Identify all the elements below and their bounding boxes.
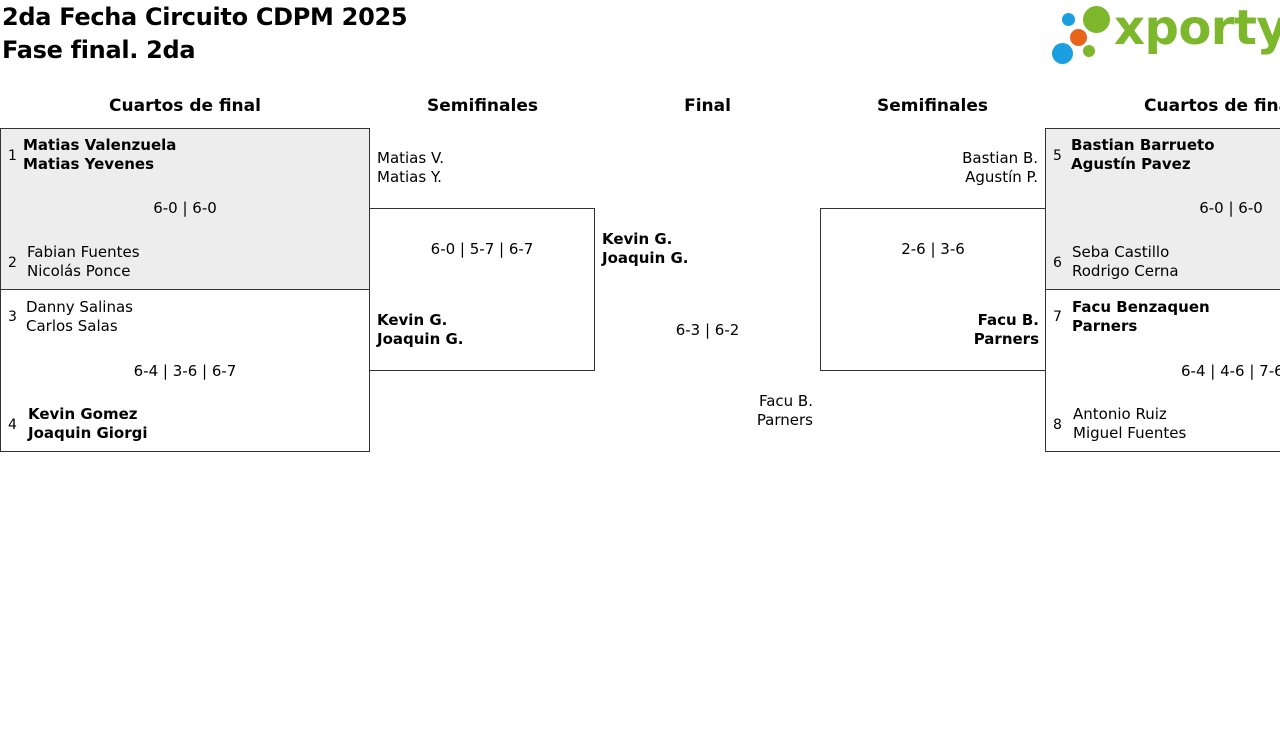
final-match-score: 6-3 | 6-2 <box>675 321 740 339</box>
final-team-2-player-1: Facu B. <box>758 392 813 410</box>
team-2-player-2: Joaquin G. <box>377 330 464 348</box>
semifinal-1-team-1-player-1: Matias V. <box>377 149 445 167</box>
semifinal-2-team-1-player-2: Agustín P. <box>965 168 1038 186</box>
team-1-player-1: Bastian Barrueto <box>1071 136 1215 154</box>
quarterfinal-match-4[interactable]: 7 Facu Benzaquen Parners 6-4 | 4-6 | 7-6… <box>1045 289 1280 452</box>
round-header-right-quarterfinals: Cuartos de final <box>1144 96 1280 116</box>
team-2-player-2: Miguel Fuentes <box>1073 424 1187 442</box>
team-1-player-1: Danny Salinas <box>26 298 133 316</box>
seed-number: 4 <box>8 417 17 433</box>
team-2-player-2: Rodrigo Cerna <box>1072 262 1179 280</box>
team-1-player-2: Parners <box>1072 317 1138 335</box>
seed-number: 6 <box>1053 255 1062 271</box>
final-team-2-player-2: Parners <box>756 411 813 429</box>
team-1-player-1: Matias Valenzuela <box>23 136 177 154</box>
logo-dot-blue-2 <box>1052 43 1073 64</box>
quarterfinal-match-3[interactable]: 5 Bastian Barrueto Agustín Pavez 6-0 | 6… <box>1045 128 1280 290</box>
round-header-left-semifinals: Semifinales <box>427 96 538 116</box>
seed-number: 3 <box>8 309 17 325</box>
round-header-left-quarterfinals: Cuartos de final <box>109 96 261 116</box>
match-score: 6-0 | 6-0 <box>153 199 217 217</box>
team-2-player-1: Fabian Fuentes <box>27 243 140 261</box>
team-2-player-1: Kevin G. <box>377 311 448 329</box>
team-2-player-1: Seba Castillo <box>1072 243 1170 261</box>
team-2-player-1: Kevin Gomez <box>28 405 138 423</box>
team-2-player-1: Antonio Ruiz <box>1073 405 1167 423</box>
seed-number: 2 <box>8 255 17 271</box>
match-score: 6-4 | 4-6 | 7-6 <box>1181 362 1280 380</box>
match-score: 6-4 | 3-6 | 6-7 <box>133 362 237 380</box>
semifinal-match-2[interactable]: 2-6 | 3-6 Facu B. Parners <box>820 208 1046 371</box>
quarterfinal-match-2[interactable]: 3 Danny Salinas Carlos Salas 6-4 | 3-6 |… <box>0 289 370 452</box>
semifinal-1-team-1-player-2: Matias Y. <box>377 168 442 186</box>
team-2-player-2: Joaquin Giorgi <box>28 424 148 442</box>
final-team-1-player-1: Kevin G. <box>602 230 673 248</box>
semifinal-match-1[interactable]: 6-0 | 5-7 | 6-7 Kevin G. Joaquin G. <box>369 208 595 371</box>
team-2-player-1: Facu B. <box>977 311 1039 329</box>
team-1-player-2: Agustín Pavez <box>1071 155 1191 173</box>
seed-number: 5 <box>1053 148 1062 164</box>
logo-wordmark: xporty <box>1114 0 1280 56</box>
round-header-right-semifinals: Semifinales <box>877 96 988 116</box>
logo-dot-blue <box>1062 13 1075 26</box>
final-team-1-player-2: Joaquin G. <box>602 249 689 267</box>
team-1-player-2: Carlos Salas <box>26 317 118 335</box>
logo-dot-orange <box>1070 29 1087 46</box>
quarterfinal-match-1[interactable]: 1 Matias Valenzuela Matias Yevenes 6-0 |… <box>0 128 370 290</box>
seed-number: 8 <box>1053 417 1062 433</box>
match-score: 6-0 | 6-0 <box>1199 199 1263 217</box>
team-1-player-2: Matias Yevenes <box>23 155 155 173</box>
semifinal-2-team-1-player-1: Bastian B. <box>962 149 1038 167</box>
seed-number: 1 <box>8 148 17 164</box>
match-score: 2-6 | 3-6 <box>901 240 965 258</box>
round-header-final: Final <box>684 96 731 116</box>
page-title: 2da Fecha Circuito CDPM 2025 <box>2 3 408 31</box>
xporty-logo[interactable]: xporty <box>1052 0 1280 66</box>
team-2-player-2: Parners <box>973 330 1039 348</box>
team-2-player-2: Nicolás Ponce <box>27 262 131 280</box>
match-score: 6-0 | 5-7 | 6-7 <box>430 240 534 258</box>
team-1-player-1: Facu Benzaquen <box>1072 298 1210 316</box>
page-subtitle: Fase final. 2da <box>2 36 196 64</box>
seed-number: 7 <box>1053 309 1062 325</box>
logo-dot-green-2 <box>1083 45 1095 57</box>
logo-dot-green <box>1083 6 1110 33</box>
